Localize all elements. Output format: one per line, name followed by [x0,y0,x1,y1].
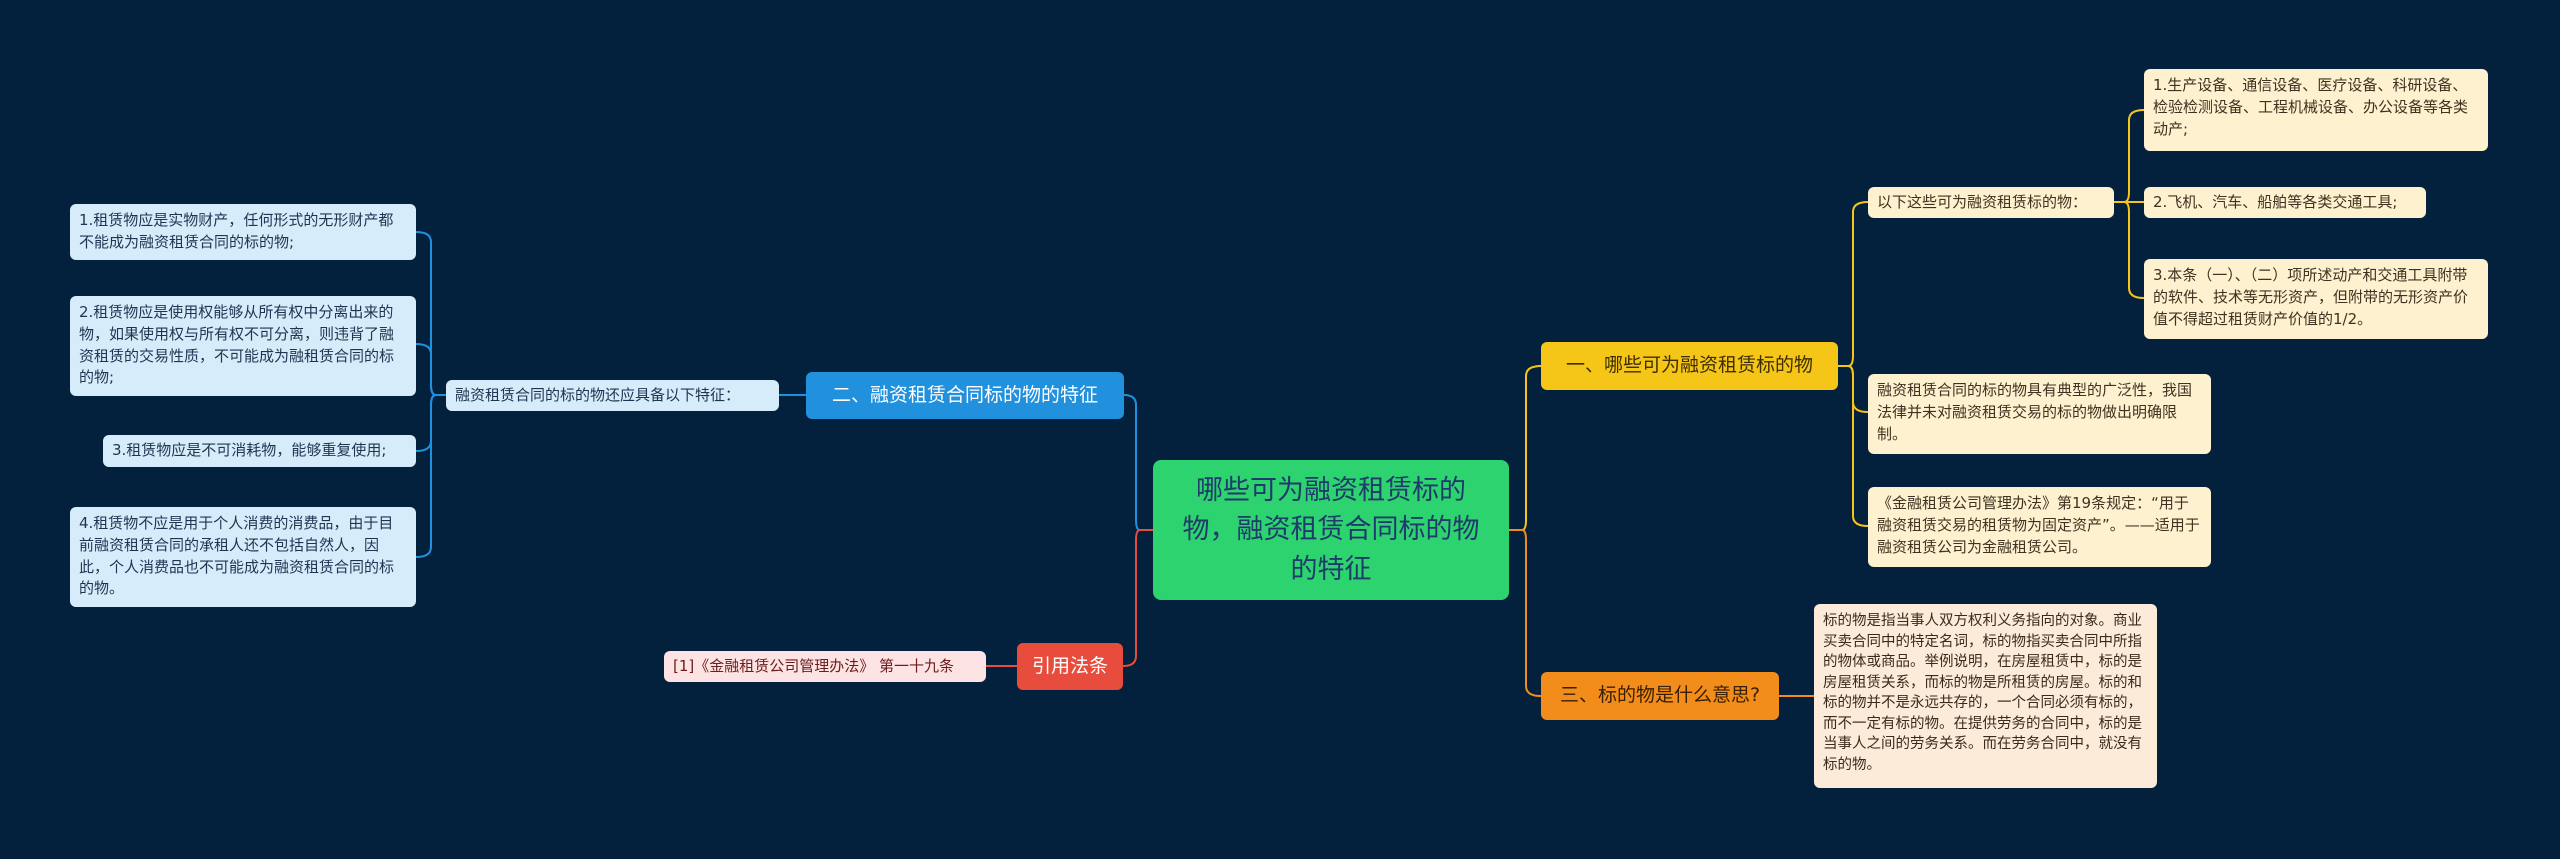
branch-features[interactable]: 二、融资租赁合同标的物的特征 [806,372,1124,419]
leaf-note-2[interactable]: 《金融租赁公司管理办法》第19条规定：“用于融资租赁交易的租赁物为固定资产”。—… [1868,487,2211,567]
central-topic-text: 哪些可为融资租赁标的物，融资租赁合同标的物的特征 [1182,475,1480,585]
leaf-text: 4.租赁物不应是用于个人消费的消费品，由于目前融资租赁合同的承租人还不包括自然人… [79,514,395,598]
leaf-intro[interactable]: 以下这些可为融资租赁标的物： [1868,187,2114,218]
leaf-citation[interactable]: [1]《金融租赁公司管理办法》 第一十九条 [664,651,986,682]
leaf-text: 融资租赁合同的标的物还应具备以下特征： [455,385,741,404]
leaf-meaning-text[interactable]: 标的物是指当事人双方权利义务指向的对象。商业买卖合同中的特定名词，标的物指买卖合… [1814,604,2157,788]
leaf-text: 以下这些可为融资租赁标的物： [1877,192,2088,211]
branch-label: 引用法条 [1031,654,1108,677]
leaf-feature-1[interactable]: 1.租赁物应是实物财产，任何形式的无形财产都不能成为融资租赁合同的标的物; [70,204,416,260]
branch-label: 三、标的物是什么意思? [1559,684,1761,707]
branch-which-items[interactable]: 一、哪些可为融资租赁标的物 [1541,342,1838,390]
leaf-item-1[interactable]: 1.生产设备、通信设备、医疗设备、科研设备、检验检测设备、工程机械设备、办公设备… [2144,69,2488,151]
leaf-note-1[interactable]: 融资租赁合同的标的物具有典型的广泛性，我国法律并未对融资租赁交易的标的物做出明确… [1868,374,2211,454]
leaf-feature-3[interactable]: 3.租赁物应是不可消耗物，能够重复使用; [103,435,416,467]
leaf-text: 2.飞机、汽车、船舶等各类交通工具; [2153,192,2398,211]
branch-meaning[interactable]: 三、标的物是什么意思? [1541,672,1779,720]
leaf-text: 2.租赁物应是使用权能够从所有权中分离出来的物，如果使用权与所有权不可分离，则违… [79,303,395,387]
leaf-feature-4[interactable]: 4.租赁物不应是用于个人消费的消费品，由于目前融资租赁合同的承租人还不包括自然人… [70,507,416,607]
leaf-text: 3.租赁物应是不可消耗物，能够重复使用; [112,441,387,460]
leaf-text: 《金融租赁公司管理办法》第19条规定：“用于融资租赁交易的租赁物为固定资产”。—… [1877,494,2200,556]
leaf-text: [1]《金融租赁公司管理办法》 第一十九条 [673,656,955,675]
leaf-text: 标的物是指当事人双方权利义务指向的对象。商业买卖合同中的特定名词，标的物指买卖合… [1823,613,2142,774]
leaf-intro[interactable]: 融资租赁合同的标的物还应具备以下特征： [446,380,779,411]
leaf-text: 1.租赁物应是实物财产，任何形式的无形财产都不能成为融资租赁合同的标的物; [79,211,394,251]
leaf-item-3[interactable]: 3.本条（一）、（二）项所述动产和交通工具附带的软件、技术等无形资产，但附带的无… [2144,259,2488,339]
branch-citation[interactable]: 引用法条 [1017,643,1123,690]
leaf-feature-2[interactable]: 2.租赁物应是使用权能够从所有权中分离出来的物，如果使用权与所有权不可分离，则违… [70,296,416,396]
branch-label: 一、哪些可为融资租赁标的物 [1565,354,1813,377]
leaf-text: 融资租赁合同的标的物具有典型的广泛性，我国法律并未对融资租赁交易的标的物做出明确… [1877,381,2193,443]
leaf-text: 1.生产设备、通信设备、医疗设备、科研设备、检验检测设备、工程机械设备、办公设备… [2153,76,2469,138]
leaf-item-2[interactable]: 2.飞机、汽车、船舶等各类交通工具; [2144,187,2426,218]
leaf-text: 3.本条（一）、（二）项所述动产和交通工具附带的软件、技术等无形资产，但附带的无… [2153,266,2469,328]
branch-label: 二、融资租赁合同标的物的特征 [831,383,1098,406]
central-topic[interactable]: 哪些可为融资租赁标的物，融资租赁合同标的物的特征 [1153,460,1509,600]
